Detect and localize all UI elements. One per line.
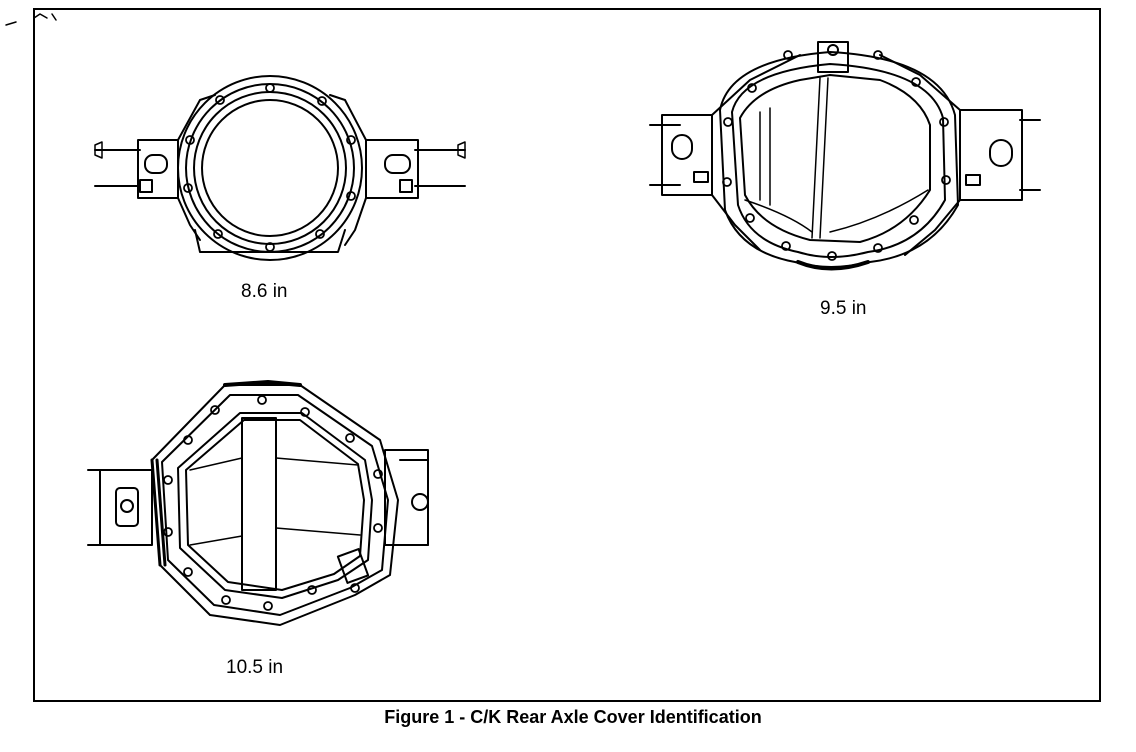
figure-frame: [33, 8, 1101, 702]
label-8-6-in: 8.6 in: [241, 281, 288, 302]
axle-10-5-in-drawing: [87, 380, 429, 626]
axle-9-5-in-drawing: [649, 41, 1041, 271]
label-10-5-in: 10.5 in: [226, 657, 284, 678]
label-9-5-in: 9.5 in: [820, 298, 867, 319]
axle-8-6-in-drawing: [94, 75, 466, 261]
figure-caption: Figure 1 - C/K Rear Axle Cover Identific…: [384, 707, 762, 727]
